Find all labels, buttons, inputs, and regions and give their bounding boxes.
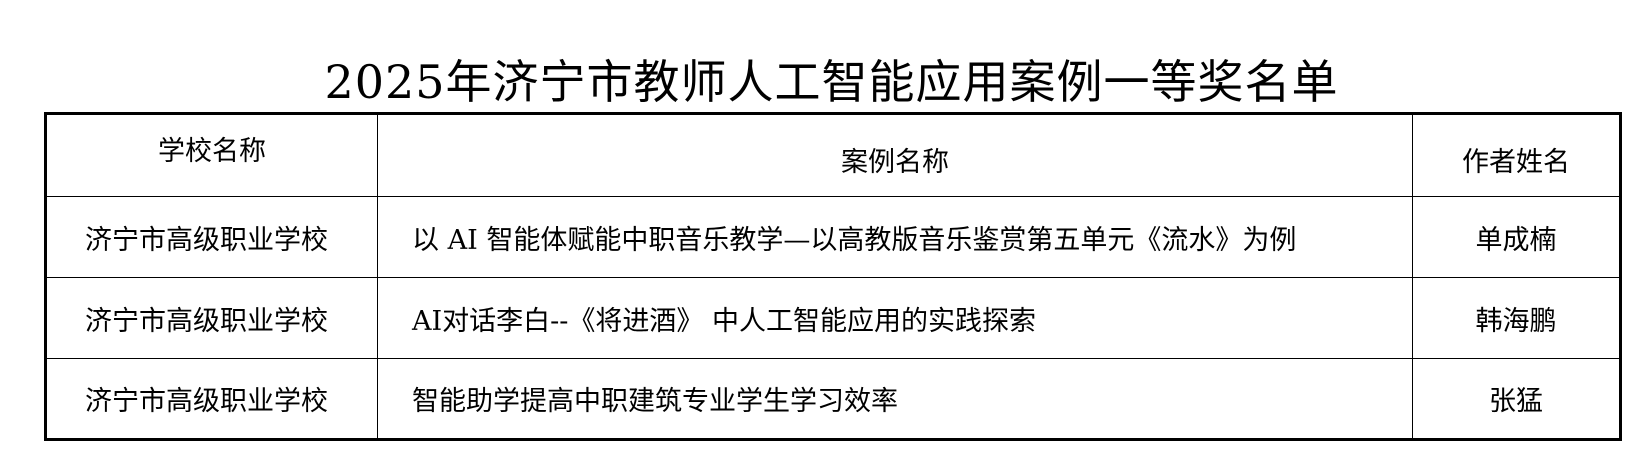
cell-school: 济宁市高级职业学校 (45, 358, 378, 440)
cell-school: 济宁市高级职业学校 (45, 196, 378, 278)
cell-case: 智能助学提高中职建筑专业学生学习效率 (377, 358, 1413, 440)
cell-case: 以 AI 智能体赋能中职音乐教学—以高教版音乐鉴赏第五单元《流水》为例 (377, 196, 1413, 278)
cell-case: AI对话李白--《将进酒》 中人工智能应用的实践探索 (377, 277, 1413, 359)
cell-author: 单成楠 (1412, 196, 1621, 278)
cell-author: 张猛 (1412, 358, 1621, 440)
header-school-name: 学校名称 (45, 113, 378, 197)
award-table: 学校名称 案例名称 作者姓名 济宁市高级职业学校 以 AI 智能体赋能中职音乐教… (44, 112, 1622, 441)
cell-school: 济宁市高级职业学校 (45, 277, 378, 359)
table-row: 济宁市高级职业学校 AI对话李白--《将进酒》 中人工智能应用的实践探索 韩海鹏 (45, 277, 1621, 359)
cell-author: 韩海鹏 (1412, 277, 1621, 359)
header-author-name: 作者姓名 (1412, 113, 1621, 197)
header-case-name: 案例名称 (377, 113, 1413, 197)
table-row: 济宁市高级职业学校 以 AI 智能体赋能中职音乐教学—以高教版音乐鉴赏第五单元《… (45, 196, 1621, 278)
table-row: 济宁市高级职业学校 智能助学提高中职建筑专业学生学习效率 张猛 (45, 358, 1621, 440)
page-title: 2025年济宁市教师人工智能应用案例一等奖名单 (324, 55, 1339, 109)
table-header-row: 学校名称 案例名称 作者姓名 (45, 113, 1621, 197)
